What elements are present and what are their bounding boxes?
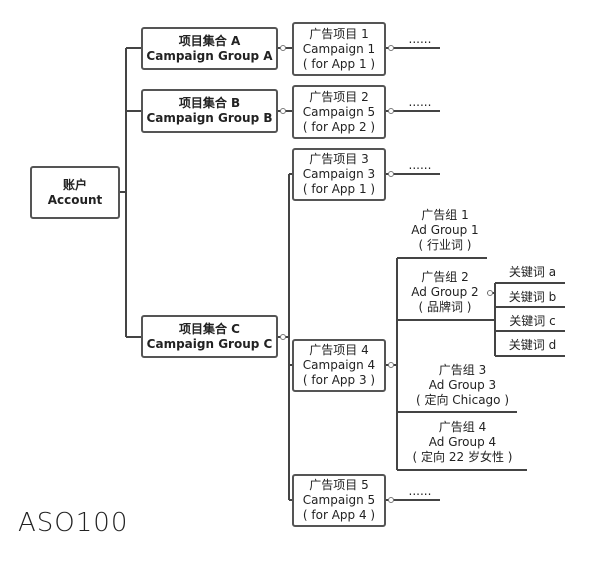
- label-en: Campaign 4: [302, 358, 376, 372]
- label-zh: 广告组 3: [438, 363, 487, 377]
- label-note: ( 定向 Chicago ): [415, 393, 510, 407]
- ellipsis-3: ......: [408, 158, 432, 172]
- label-note: ( 行业词 ): [418, 238, 472, 252]
- keyword-a: 关键词 a: [508, 265, 557, 279]
- keyword-b: 关键词 b: [508, 290, 557, 304]
- ellipsis-2: ......: [408, 95, 432, 109]
- label-zh: 项目集合 A: [178, 33, 241, 48]
- account-zh: 账户: [62, 177, 87, 192]
- label-zh: 广告项目 5: [309, 478, 369, 492]
- label-en: Campaign Group B: [146, 111, 273, 125]
- label-zh: 广告项目 3: [309, 152, 369, 166]
- label-en: Campaign 5: [302, 493, 376, 507]
- label-en: Ad Group 3: [428, 378, 497, 392]
- label-app: ( for App 4 ): [302, 508, 376, 522]
- label-en: Campaign 1: [302, 41, 376, 56]
- label-zh: 广告项目 2: [309, 89, 369, 104]
- label-en: Ad Group 1: [411, 223, 479, 237]
- keyword-c: 关键词 c: [509, 314, 556, 328]
- label-en: Campaign Group A: [146, 48, 273, 63]
- keyword-d: 关键词 d: [508, 338, 557, 352]
- label-en: Campaign 3: [302, 167, 376, 181]
- ellipsis-5: ......: [408, 484, 432, 498]
- label-app: ( for App 1 ): [302, 182, 376, 196]
- label-note: ( 品牌词 ): [418, 300, 472, 314]
- label-zh: 广告组 4: [438, 420, 487, 434]
- label-en: Ad Group 4: [428, 435, 497, 449]
- label-zh: 项目集合 B: [178, 96, 241, 110]
- label-zh: 广告项目 1: [309, 26, 369, 41]
- label-zh: 广告项目 4: [309, 343, 369, 357]
- account-node: 账户 Account: [30, 166, 120, 219]
- aso100-logo: ASO100: [18, 508, 129, 538]
- label-en: Campaign Group C: [146, 336, 273, 351]
- account-en: Account: [47, 192, 103, 207]
- label-en: Ad Group 2: [411, 285, 479, 299]
- label-app: ( for App 2 ): [302, 119, 376, 134]
- label-app: ( for App 3 ): [302, 373, 376, 387]
- label-zh: 项目集合 C: [179, 321, 240, 336]
- ellipsis-1: ......: [408, 32, 432, 46]
- label-en: Campaign 5: [302, 104, 376, 119]
- label-note: ( 定向 22 岁女性 ): [412, 450, 513, 464]
- label-app: ( for App 1 ): [302, 56, 376, 71]
- label-zh: 广告组 1: [421, 208, 469, 222]
- label-zh: 广告组 2: [421, 270, 469, 284]
